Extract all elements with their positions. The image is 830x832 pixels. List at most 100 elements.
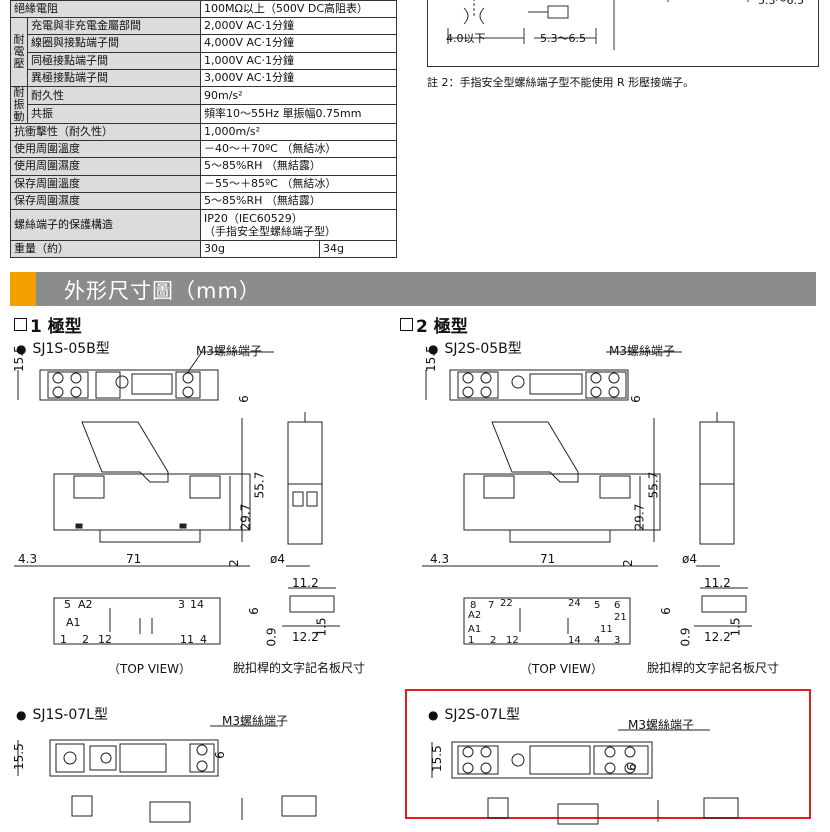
dim-label: 6	[628, 395, 643, 403]
dim-label: 4.0以下	[446, 32, 486, 45]
dim-label: 11.2	[704, 576, 731, 590]
terminal-label: 2	[490, 635, 496, 646]
checkbox-square-icon	[400, 318, 413, 331]
table-row: 重量（約） 30g 34g	[10, 239, 397, 259]
spec-value: 2,000V AC‧1分鐘	[200, 17, 397, 36]
dim-label: 6	[246, 607, 261, 615]
screw-terminal-label: M3螺絲端子	[196, 344, 262, 358]
fork-terminal-drawing	[447, 0, 749, 50]
table-row: 使用周圍溫度 －40～＋70ºC （無結冰）	[10, 140, 397, 159]
dim-label: 4.3	[18, 552, 38, 566]
spec-label: 保存周圍溫度	[10, 174, 201, 193]
banner-title: 外形尺寸圖（mm）	[64, 279, 261, 303]
nameplate-label: 脫扣桿的文字記名板尺寸	[647, 661, 780, 675]
terminal-label: 4	[594, 635, 600, 646]
dim-label: 6	[212, 751, 227, 759]
dim-label: 29.7	[238, 503, 253, 531]
terminal-label: 6	[614, 600, 620, 611]
dim-label: ø4	[682, 552, 697, 566]
terminal-label: 4	[200, 633, 207, 646]
section-title-2pole: 2 極型	[400, 312, 468, 337]
nameplate-label: 脫扣桿的文字記名板尺寸	[233, 661, 366, 675]
terminal-label: 14	[190, 598, 204, 611]
banner-accent	[10, 272, 36, 306]
table-row: 抗衝擊性（耐久性） 1,000m/s²	[10, 122, 397, 142]
spec-value: 4,000V AC‧1分鐘	[200, 34, 397, 53]
spec-label: 共振	[27, 104, 201, 124]
spec-label: 螺絲端子的保護構造	[10, 208, 201, 241]
spec-value: IP20（IEC60529）（手指安全型螺絲端子型）	[200, 208, 397, 241]
dim-label: 55.7	[252, 471, 267, 499]
spec-value-line2: （手指安全型螺絲端子型）	[204, 224, 336, 238]
dim-label: 6	[236, 395, 251, 403]
dim-label: 15.5	[12, 345, 26, 372]
dim-label: 0.9	[678, 627, 693, 647]
spec-value: 5～85%RH （無結露）	[200, 191, 397, 210]
table-row: 螺絲端子的保護構造 IP20（IEC60529）（手指安全型螺絲端子型）	[10, 208, 397, 241]
spec-label: 耐久性	[27, 85, 201, 106]
terminal-label: 5	[594, 600, 600, 611]
spec-value-1pole: 30g	[200, 239, 320, 259]
table-row: 耐振動 耐久性 90m/s²	[10, 85, 397, 124]
dim-label: 0.9	[264, 627, 279, 647]
terminal-dimension-frame: 4.0以下 5.3～6.5 5.3～6.5	[427, 0, 819, 67]
terminal-label: 3	[178, 598, 185, 611]
table-row: 耐電壓 充電與非充電金屬部間 2,000V AC‧1分鐘	[10, 17, 397, 87]
spec-value: 100MΩ以上（500V DC高阻表）	[200, 0, 397, 19]
table-row: 保存周圍溫度 －55～＋85ºC （無結冰）	[10, 174, 397, 193]
bullet-icon: ●	[16, 342, 27, 356]
model-title: ●SJ2S-05B型	[428, 341, 522, 357]
dim-label: 5.3～6.5	[758, 0, 804, 7]
terminal-label: A2	[78, 598, 93, 611]
top-view-label: （TOP VIEW）	[520, 662, 604, 676]
model-title: ●SJ2S-07L型	[428, 707, 520, 723]
checkbox-square-icon	[14, 318, 27, 331]
dim-label: 15.5	[424, 345, 438, 372]
dim-label: 4.3	[430, 552, 450, 566]
spec-value: 1,000m/s²	[200, 122, 397, 142]
dim-label: 1.5	[728, 617, 743, 637]
terminal-label: A1	[468, 624, 481, 635]
section-banner: 外形尺寸圖（mm）	[10, 272, 816, 306]
spec-label: 使用周圍溫度	[10, 140, 201, 159]
spec-value: 1,000V AC‧1分鐘	[200, 51, 397, 70]
spec-label: 異極接點端子間	[27, 68, 201, 87]
dim-label: 6	[658, 607, 673, 615]
dim-label: 71	[126, 552, 142, 566]
spec-value-line1: IP20（IEC60529）	[204, 211, 303, 225]
sj1s-07l-drawing	[17, 725, 317, 823]
spec-value-2pole: 34g	[319, 239, 397, 259]
terminal-label: 7	[488, 600, 494, 611]
terminal-label: 12	[506, 635, 519, 646]
table-row: 保存周圍濕度 5～85%RH （無結露）	[10, 191, 397, 210]
spec-label: 絕緣電阻	[10, 0, 201, 19]
terminal-label: A1	[66, 616, 81, 629]
terminal-label: 1	[60, 633, 67, 646]
spec-label: 線圈與接點端子間	[27, 34, 201, 53]
dim-label: 12.2	[292, 630, 319, 644]
terminal-label: 21	[614, 612, 627, 623]
terminal-label: 3	[614, 635, 620, 646]
spec-label: 重量（約）	[10, 239, 201, 259]
dim-label: 29.7	[632, 503, 647, 531]
dim-label: 5.3～6.5	[540, 32, 586, 45]
spec-value: －55～＋85ºC （無結冰）	[200, 174, 397, 193]
model-title: ●SJ1S-07L型	[16, 707, 108, 723]
screw-terminal-label: M3螺絲端子	[222, 714, 288, 728]
spec-label: 使用周圍濕度	[10, 157, 201, 176]
dim-label: 1.5	[314, 617, 329, 637]
spec-label: 保存周圍濕度	[10, 191, 201, 210]
bullet-icon: ●	[428, 708, 439, 722]
table-row: 同極接點端子間 1,000V AC‧1分鐘	[11, 51, 397, 70]
terminal-label: A2	[468, 610, 481, 621]
terminal-label: 11	[600, 624, 613, 635]
spec-label: 抗衝擊性（耐久性）	[10, 122, 201, 142]
terminal-label: 14	[568, 635, 581, 646]
dim-label: 15.5	[12, 743, 26, 770]
dim-label: 11.2	[292, 576, 319, 590]
table-row: 絕緣電阻 100MΩ以上（500V DC高阻表）	[10, 0, 397, 19]
dim-label: 71	[540, 552, 556, 566]
screw-terminal-label: M3螺絲端子	[609, 344, 675, 358]
sj1s-05b-drawing: 5 A2 3 14 A1 1 2 12 11 4	[14, 351, 340, 646]
table-row: 使用周圍濕度 5～85%RH （無結露）	[10, 157, 397, 176]
